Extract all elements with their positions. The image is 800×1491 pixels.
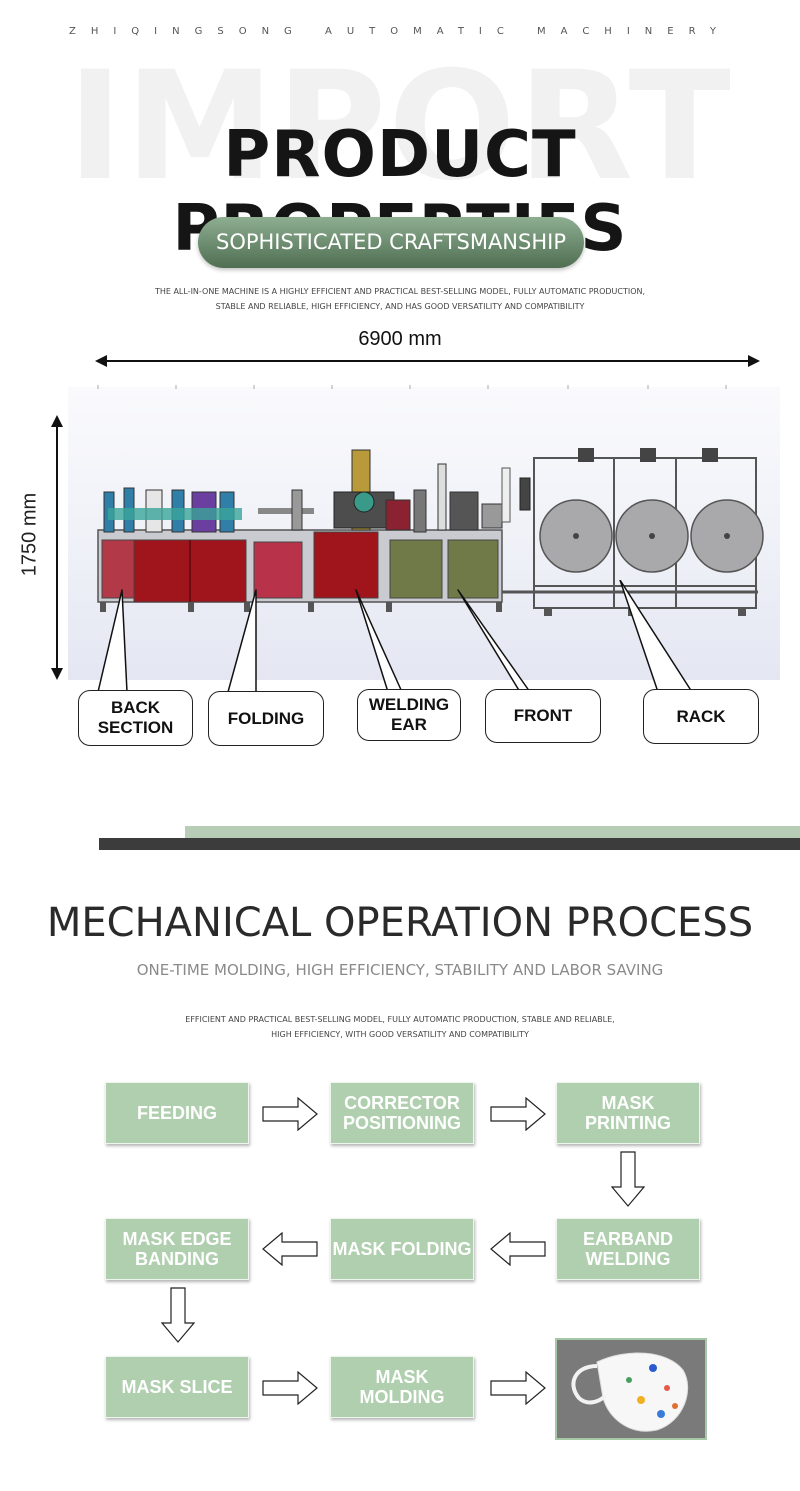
section-subtitle: ONE-TIME MOLDING, HIGH EFFICIENCY, STABI… (136, 961, 664, 979)
step-earband-welding: EARBAND WELDING (556, 1218, 700, 1280)
step-mask-edge-banding: MASK EDGE BANDING (105, 1218, 249, 1280)
arrow-down-icon (161, 1287, 195, 1343)
divider-green-bar (185, 826, 800, 838)
watermark-text: IMPORT (67, 40, 733, 214)
arrow-right-icon (490, 1097, 546, 1131)
step-mask-slice: MASK SLICE (105, 1356, 249, 1418)
arrow-right-icon (262, 1371, 318, 1405)
mask-machine-illustration (97, 385, 764, 616)
craftsmanship-badge: SOPHISTICATED CRAFTSMANSHIP (198, 217, 584, 268)
arrow-right-icon (262, 1097, 318, 1131)
step-mask-printing: MASK PRINTING (556, 1082, 700, 1144)
step-feeding: FEEDING (105, 1082, 249, 1144)
arrow-right-icon (490, 1371, 546, 1405)
callout-folding: FOLDING (208, 691, 324, 746)
finished-mask-image (555, 1338, 707, 1440)
mask-picture (571, 1352, 689, 1432)
step-mask-folding: MASK FOLDING (330, 1218, 474, 1280)
description-line: EFFICIENT AND PRACTICAL BEST-SELLING MOD… (185, 1015, 615, 1024)
divider-dark-bar (99, 838, 800, 850)
arrow-left-icon (490, 1232, 546, 1266)
brand-name: ZHIQINGSONG AUTOMATIC MACHINERY (68, 26, 731, 37)
callout-rack: RACK (643, 689, 759, 744)
height-dimension-arrow (51, 415, 63, 680)
section-title-operation-process: MECHANICAL OPERATION PROCESS (46, 900, 754, 946)
width-dimension-label: 6900 mm (358, 328, 442, 350)
callout-pointer-lines (97, 580, 693, 693)
callout-welding-ear: WELDING EAR (357, 689, 461, 741)
description-line: STABLE AND RELIABLE, HIGH EFFICIENCY, AN… (215, 302, 585, 311)
width-dimension-arrow (95, 355, 760, 367)
callout-back-section: BACK SECTION (78, 690, 193, 746)
description-line: THE ALL-IN-ONE MACHINE IS A HIGHLY EFFIC… (154, 287, 646, 296)
arrow-down-icon (611, 1151, 645, 1207)
arrow-left-icon (262, 1232, 318, 1266)
step-corrector-positioning: CORRECTOR POSITIONING (330, 1082, 474, 1144)
callout-front: FRONT (485, 689, 601, 743)
step-mask-molding: MASK MOLDING (330, 1356, 474, 1418)
description-line: HIGH EFFICIENCY, WITH GOOD VERSATILITY A… (271, 1030, 529, 1039)
